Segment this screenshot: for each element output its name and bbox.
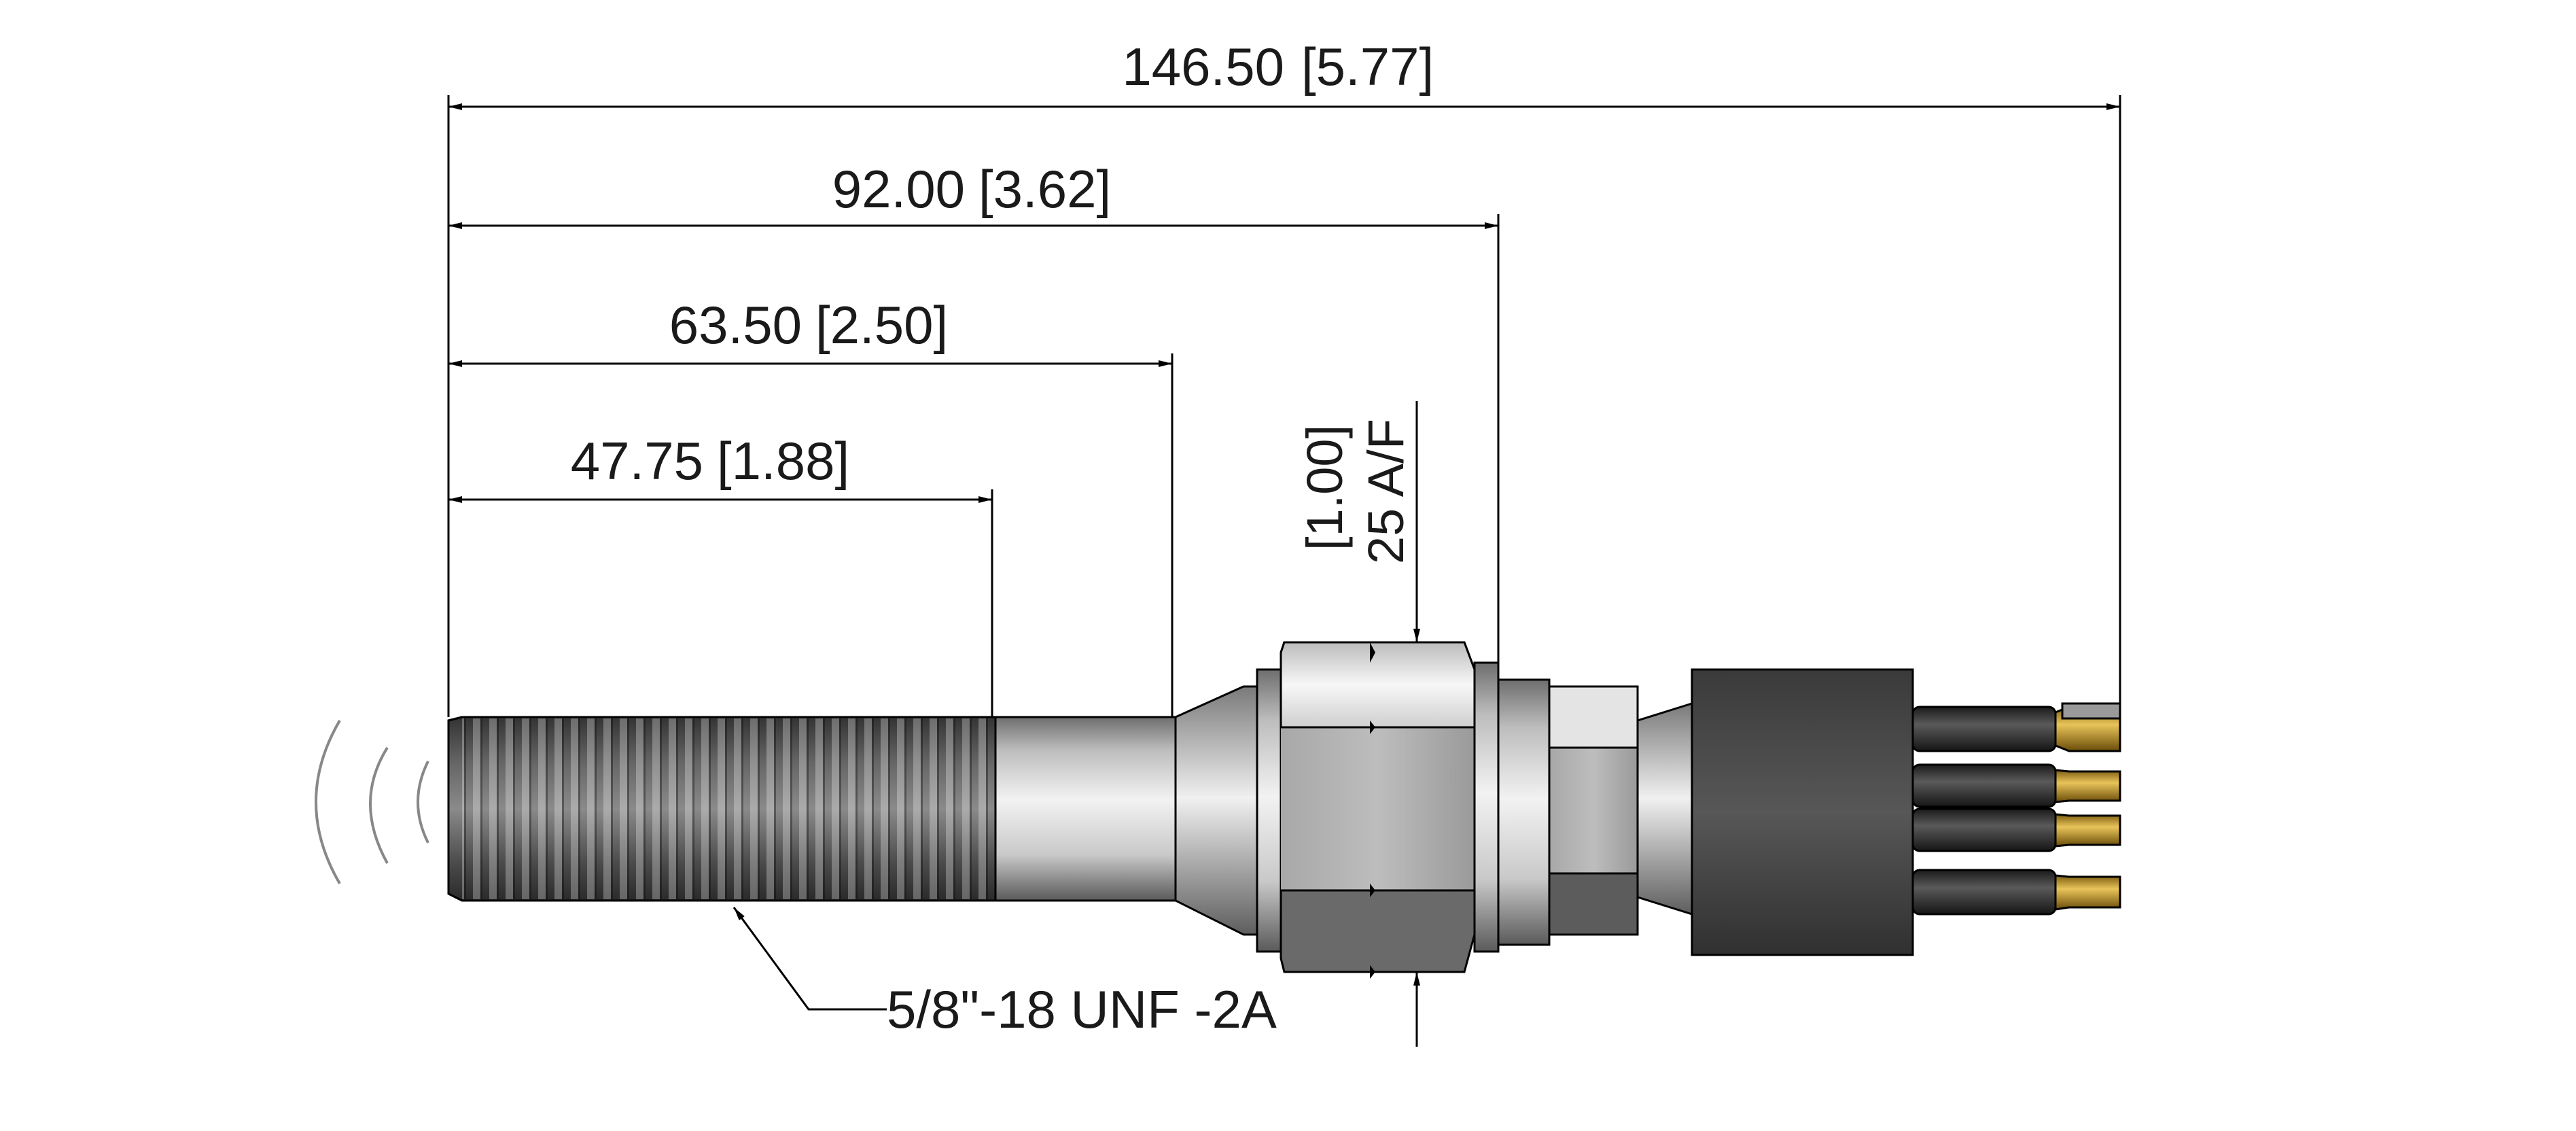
dimension-hex-end-value: 92.00 bbox=[832, 159, 965, 219]
pin-1-insulator bbox=[1911, 706, 2057, 752]
dimension-body-end-value: 63.50 bbox=[669, 295, 802, 355]
connector-body bbox=[1691, 668, 1914, 956]
smooth-shank bbox=[994, 716, 1177, 902]
dimension-thread-end-bracket: [1.88] bbox=[717, 431, 849, 491]
dimension-thread-end-value: 47.75 bbox=[571, 431, 703, 491]
hex-nut bbox=[1256, 641, 1500, 979]
hex-across-flats-bracket: [1.00] bbox=[1296, 425, 1353, 551]
dimension-hex-across-flats: 25 A/F [1.00] bbox=[1296, 401, 1420, 1047]
pin-2-insulator bbox=[1911, 763, 2057, 808]
pin-3-contact bbox=[2054, 813, 2121, 848]
connector-pins bbox=[1911, 702, 2121, 916]
dimension-body-end-bracket: [2.50] bbox=[815, 295, 948, 355]
pin-4-contact bbox=[2054, 874, 2121, 911]
dimension-body-end: 63.50 [2.50] bbox=[448, 295, 1172, 367]
dimension-overall: 146.50 [5.77] bbox=[448, 37, 2120, 110]
taper-section bbox=[1174, 685, 1269, 936]
extension-lines bbox=[447, 95, 2121, 717]
pin-4-insulator bbox=[1911, 869, 2057, 916]
pin-2-contact bbox=[2054, 769, 2121, 803]
thread-callout: 5/8"-18 UNF -2A bbox=[733, 907, 1277, 1039]
pin-3-insulator bbox=[1911, 807, 2057, 852]
hex-across-flats-value: 25 A/F bbox=[1358, 419, 1414, 564]
rear-collar bbox=[1497, 678, 1693, 946]
thread-callout-label: 5/8"-18 UNF -2A bbox=[887, 979, 1277, 1039]
dimension-thread-end: 47.75 [1.88] bbox=[448, 431, 992, 503]
dimension-hex-end-bracket: [3.62] bbox=[978, 159, 1111, 219]
threaded-barrel bbox=[447, 716, 997, 902]
dimension-overall-bracket: [5.77] bbox=[1301, 37, 1434, 97]
dimension-hex-end: 92.00 [3.62] bbox=[448, 159, 1498, 229]
sensing-field-icon bbox=[315, 719, 429, 885]
dimension-overall-value: 146.50 bbox=[1122, 37, 1284, 97]
